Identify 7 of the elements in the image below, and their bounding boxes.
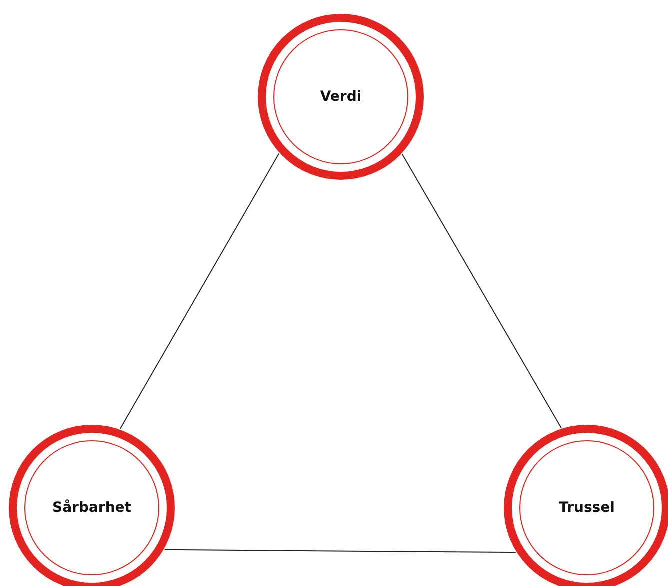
connector-line [120,153,280,430]
connector-line [164,549,516,554]
node-label: Sårbarhet [52,500,132,516]
connector-line [402,154,562,428]
circle-node [257,13,425,181]
node-label: Trussel [559,500,615,516]
node-label: Verdi [320,89,362,105]
